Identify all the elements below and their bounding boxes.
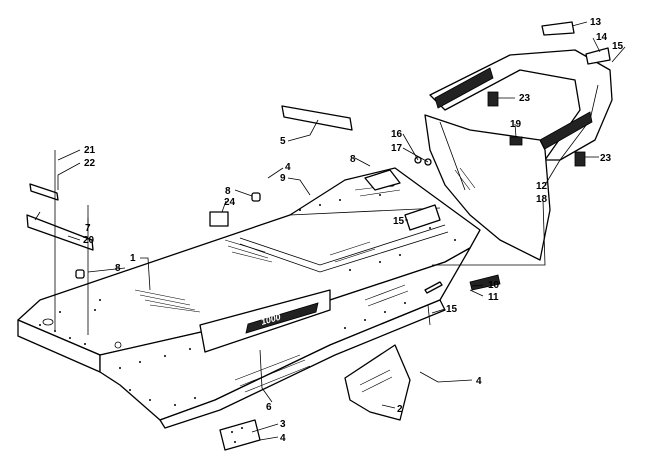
callout-7: 7 xyxy=(85,223,91,234)
callout-1: 1 xyxy=(130,253,136,264)
callout-6: 6 xyxy=(266,402,272,413)
callout-16: 16 xyxy=(391,129,403,140)
callout-15a: 15 xyxy=(612,41,624,52)
callout-23a: 23 xyxy=(519,93,531,104)
callout-11: 11 xyxy=(488,292,499,303)
callout-10: 10 xyxy=(488,280,500,291)
callout-22: 22 xyxy=(84,158,96,169)
callout-4a: 4 xyxy=(280,433,286,444)
callout-2: 2 xyxy=(397,404,403,415)
callout-3: 3 xyxy=(280,419,286,430)
leader-lines xyxy=(57,21,626,441)
callout-12: 12 xyxy=(536,181,548,192)
callout-5: 5 xyxy=(280,136,286,147)
hardware xyxy=(26,91,586,451)
callout-15b: 15 xyxy=(393,216,405,227)
callout-labels: 1 2 3 4 4 4 5 6 7 8 8 8 9 10 11 12 13 14… xyxy=(83,17,624,444)
callout-8c: 8 xyxy=(350,154,356,165)
callout-23b: 23 xyxy=(600,153,612,164)
callout-8a: 8 xyxy=(115,263,121,274)
tunnel-assembly: 1000 xyxy=(17,167,481,429)
callout-24: 24 xyxy=(224,197,236,208)
callout-17: 17 xyxy=(391,143,403,154)
callout-8b: 8 xyxy=(225,186,231,197)
callout-13: 13 xyxy=(590,17,602,28)
callout-14: 14 xyxy=(596,32,608,43)
callout-4c: 4 xyxy=(285,162,291,173)
callout-15c: 15 xyxy=(446,304,458,315)
callout-20: 20 xyxy=(83,235,95,246)
callout-19: 19 xyxy=(510,119,522,130)
callout-21: 21 xyxy=(84,145,96,156)
callout-9: 9 xyxy=(280,173,286,184)
callout-4b: 4 xyxy=(476,376,482,387)
callout-18: 18 xyxy=(536,194,548,205)
